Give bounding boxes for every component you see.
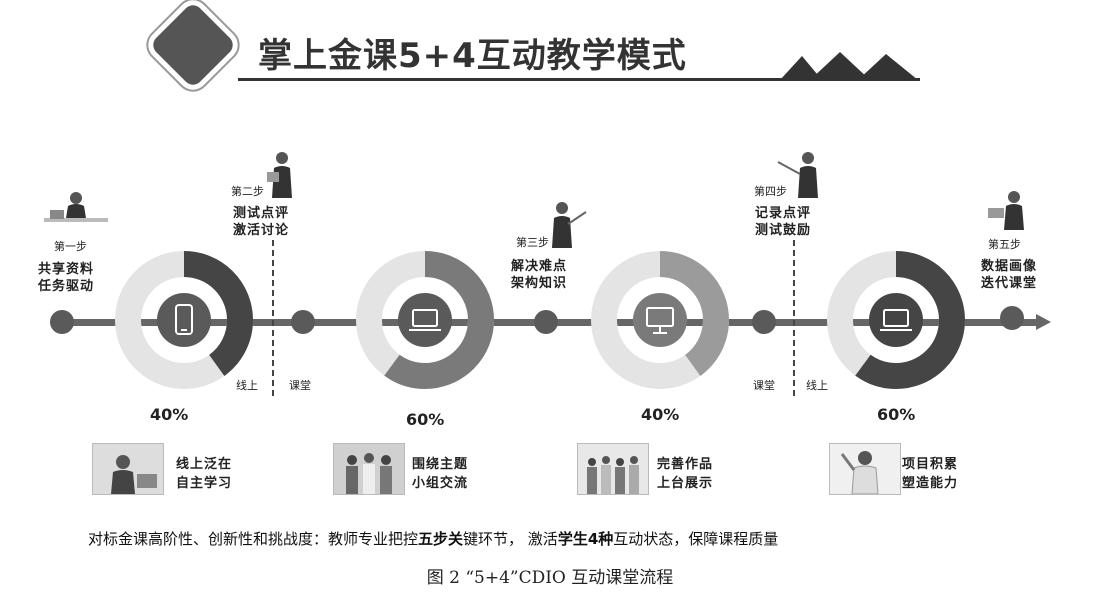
timeline-node-5 [1000, 306, 1024, 330]
step-4-line-1: 记录点评 [755, 206, 812, 221]
zone-label-class-1: 课堂 [289, 379, 311, 392]
teacher-pointer-icon [552, 202, 587, 248]
timeline-node-4 [752, 310, 776, 334]
step-4-line-2: 测试鼓励 [755, 223, 812, 238]
ring-percent-4: 60% [877, 405, 916, 424]
summary-part-2: 键环节， 激活 [463, 530, 558, 548]
progress-ring-4 [827, 251, 965, 389]
step-5-title: 数据画像 迭代课堂 [981, 258, 1037, 292]
title-diamond-icon [149, 1, 237, 89]
progress-ring-3 [591, 251, 729, 389]
progress-ring-1 [115, 251, 253, 389]
zone-label-online-2: 线上 [806, 379, 828, 392]
summary-part-1: 对标金课高阶性、创新性和挑战度：教师专业把控 [88, 530, 419, 548]
zone-divider-right [793, 240, 795, 396]
timeline-node-1 [50, 310, 74, 334]
activity-2-line-1: 围绕主题 [412, 457, 469, 472]
summary-text: 对标金课高阶性、创新性和挑战度：教师专业把控五步关键环节， 激活学生4种互动状态… [88, 528, 778, 549]
mountains-icon [780, 52, 918, 80]
step-1-line-1: 共享资料 [38, 262, 95, 277]
zone-divider-left [272, 240, 274, 396]
activity-2-line-2: 小组交流 [412, 476, 469, 491]
activity-1-line-2: 自主学习 [176, 476, 233, 491]
step-3-line-2: 架构知识 [511, 276, 568, 291]
ring-percent-3: 40% [641, 405, 680, 424]
activity-4-photo [829, 443, 901, 495]
laptop-icon [409, 309, 441, 331]
zone-label-class-2: 课堂 [753, 379, 775, 392]
monitor-icon [646, 307, 674, 334]
activity-1-line-1: 线上泛在 [176, 457, 233, 472]
activity-2-text: 围绕主题 小组交流 [412, 455, 468, 493]
summary-part-3: 互动状态，保障课程质量 [613, 530, 779, 548]
activity-2-photo [333, 443, 405, 495]
teacher-laptop-icon [988, 191, 1024, 230]
step-4-tag: 第四步 [754, 185, 787, 198]
diagram-title: 掌上金课5+4互动教学模式 [258, 36, 687, 76]
summary-bold-2: 学生4种 [557, 530, 614, 548]
step-1-line-2: 任务驱动 [38, 279, 95, 294]
activity-3-line-1: 完善作品 [657, 457, 714, 472]
step-4-title: 记录点评 测试鼓励 [755, 205, 811, 239]
step-2-title: 测试点评 激活讨论 [233, 205, 289, 239]
figure-caption: 图 2 “5+4”CDIO 互动课堂流程 [426, 568, 674, 588]
step-1-tag: 第一步 [54, 240, 87, 253]
ring-percent-1: 40% [150, 405, 189, 424]
step-3-title: 解决难点 架构知识 [511, 258, 567, 292]
step-2-tag: 第二步 [231, 185, 264, 198]
summary-bold-1: 五步关 [418, 530, 464, 548]
zone-label-online-1: 线上 [236, 379, 258, 392]
activity-4-text: 项目积累 塑造能力 [902, 455, 958, 493]
ring-percent-2: 60% [406, 410, 445, 429]
step-2-line-2: 激活讨论 [233, 223, 290, 238]
teacher-notebook-icon [267, 152, 292, 198]
ring-arc [115, 251, 253, 389]
title-underline [238, 78, 920, 81]
ring-center [157, 293, 211, 347]
teacher-desk-icon [44, 192, 108, 222]
teacher-presenting-icon [777, 152, 818, 198]
step-2-line-1: 测试点评 [233, 206, 290, 221]
progress-ring-2 [356, 251, 494, 389]
activity-3-line-2: 上台展示 [657, 476, 714, 491]
activity-1-text: 线上泛在 自主学习 [176, 455, 232, 493]
activity-1-photo [92, 443, 164, 495]
timeline-node-3 [534, 310, 558, 334]
smartphone-icon [175, 304, 193, 335]
activity-3-photo [577, 443, 649, 495]
activity-3-text: 完善作品 上台展示 [657, 455, 713, 493]
timeline-arrow-icon [1036, 314, 1051, 330]
activity-4-line-2: 塑造能力 [902, 476, 959, 491]
step-3-tag: 第三步 [516, 236, 549, 249]
activity-4-line-1: 项目积累 [902, 457, 959, 472]
timeline-node-2 [291, 310, 315, 334]
step-5-tag: 第五步 [988, 238, 1021, 251]
step-1-title: 共享资料 任务驱动 [38, 261, 94, 295]
step-5-line-2: 迭代课堂 [981, 276, 1038, 291]
laptop-icon [880, 309, 912, 331]
step-3-line-1: 解决难点 [511, 259, 568, 274]
step-5-line-1: 数据画像 [981, 259, 1038, 274]
